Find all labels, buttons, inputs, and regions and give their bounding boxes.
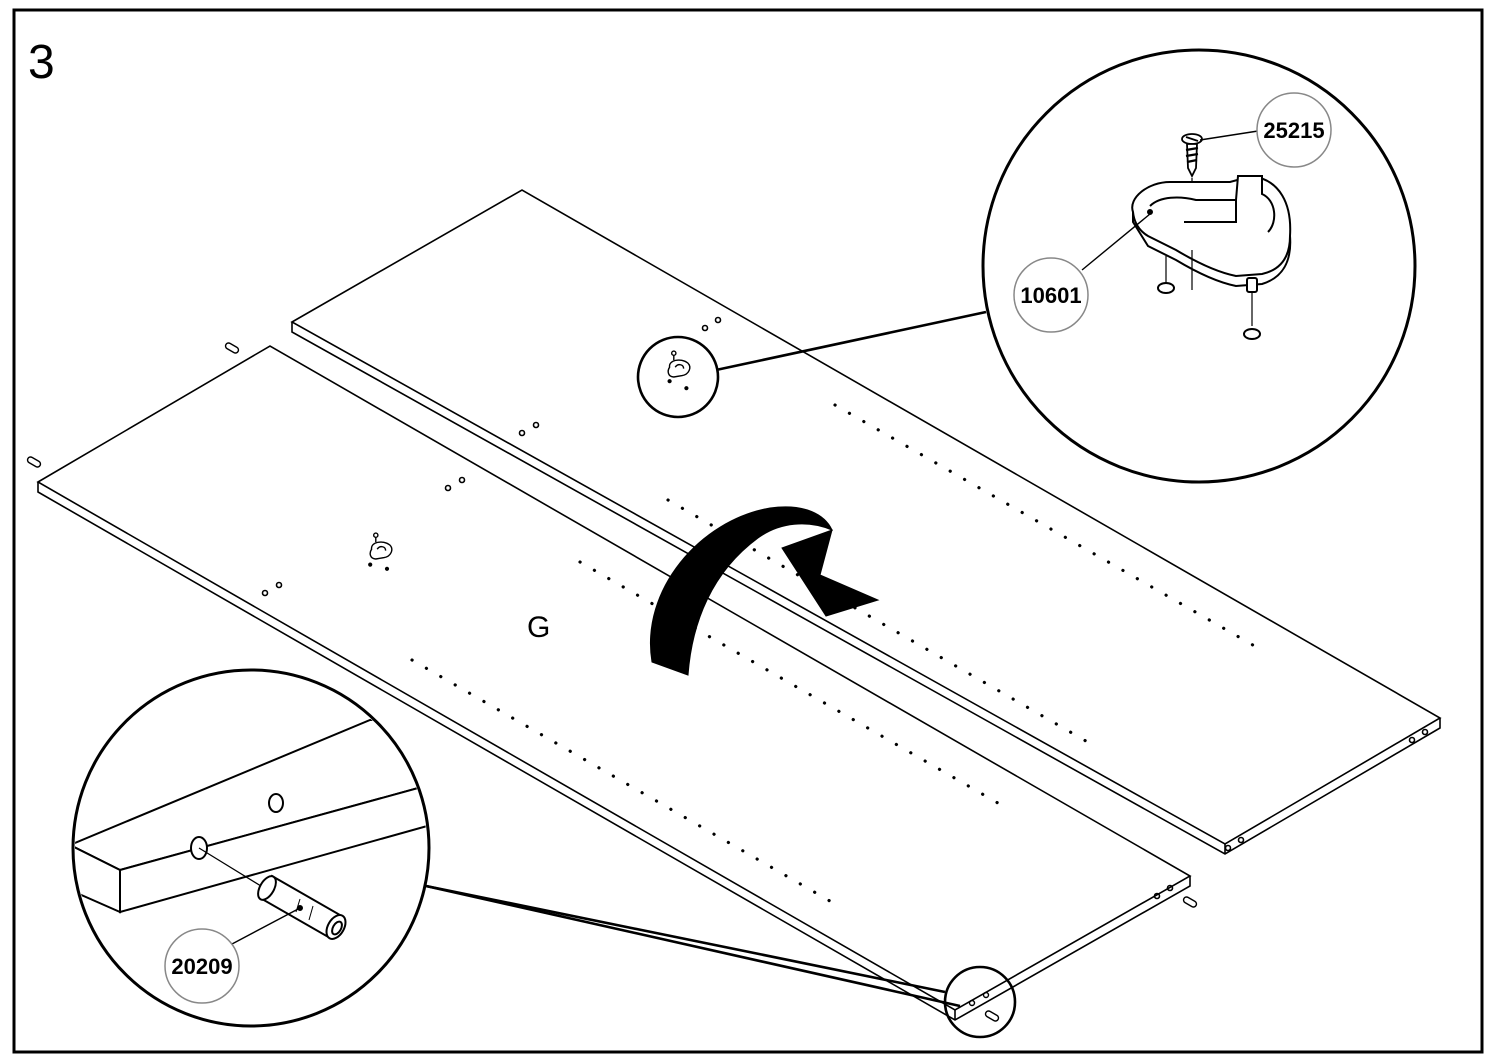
dowel-pin-top-left-front (26, 456, 42, 468)
dowel-pin-top-left-back (224, 342, 240, 354)
dowel-icon (257, 874, 347, 940)
screw-part-code: 25215 (1263, 118, 1324, 143)
front-panel-g (36, 345, 1192, 1021)
bracket-part-code: 10601 (1020, 283, 1081, 308)
step-number: 3 (28, 36, 55, 89)
flip-arrow-icon (650, 506, 880, 676)
dowel-detail-circle: 20209 (71, 668, 431, 1028)
panel-label: G (527, 611, 550, 644)
callout-leaders (425, 310, 987, 1008)
dowel-pin-bottom (984, 1010, 1000, 1022)
front-panel-hole-rows (410, 560, 1012, 910)
bracket-part-bubble: 10601 (1013, 257, 1089, 333)
dowel-part-code: 20209 (171, 954, 232, 979)
bracket-icon (667, 350, 691, 391)
bracket-callout-ring (636, 335, 720, 419)
dowel-callout-ring (943, 965, 1017, 1039)
screw-icon (1181, 133, 1203, 202)
screw-part-bubble: 25215 (1256, 92, 1332, 168)
bracket-detail-circle: 25215 10601 (981, 48, 1417, 484)
bracket-icon (1131, 174, 1292, 340)
dowel-part-bubble: 20209 (164, 928, 240, 1004)
back-panel (290, 189, 1442, 855)
bracket-icon (368, 532, 393, 571)
dowel-pin-right-front (1182, 896, 1198, 908)
dowel-pins (26, 342, 1198, 1022)
